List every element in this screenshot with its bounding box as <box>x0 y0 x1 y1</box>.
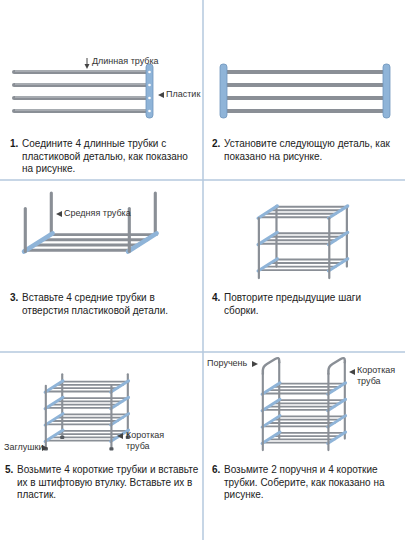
step-caption: Возьмите 4 короткие трубки и вставьте их… <box>17 464 199 502</box>
plastic-part <box>220 64 227 118</box>
part-label: Короткая труба <box>126 430 186 453</box>
step-number: 2. <box>212 138 220 151</box>
part-label: Пластик <box>166 89 200 100</box>
step-number: 4. <box>212 292 220 305</box>
step-caption: Установите следующую деталь, как показан… <box>224 138 396 163</box>
shelf-with-middle-tubes <box>24 193 157 252</box>
part-label: Короткая труба <box>357 365 401 388</box>
part-label: Заглушки <box>4 442 43 453</box>
step-caption: Соедините 4 длинные трубки с пластиковой… <box>22 138 198 176</box>
long-tubes-highlight <box>15 71 146 110</box>
long-tubes <box>14 72 147 111</box>
pointer-arrow <box>42 433 123 451</box>
plastic-part <box>383 64 390 118</box>
pointer-arrow <box>252 361 355 375</box>
four-tier-rack <box>44 374 130 450</box>
rack-with-handles <box>262 358 346 450</box>
long-tubes <box>226 72 384 111</box>
step-caption: Повторите предыдущие шаги сборки. <box>224 292 396 317</box>
three-tier-rack <box>258 206 348 278</box>
step-number: 6. <box>212 464 220 477</box>
step-number: 1. <box>10 138 18 151</box>
step-number: 5. <box>5 464 13 477</box>
part-label: Длинная трубка <box>92 56 159 67</box>
step-caption: Возьмите 2 поручня и 4 короткие трубки. … <box>224 464 396 502</box>
part-label: Средняя трубка <box>64 208 131 219</box>
pointer-arrow <box>56 211 62 217</box>
plastic-holes <box>148 71 151 113</box>
step-number: 3. <box>10 292 18 305</box>
step-caption: Вставьте 4 средние трубки в отверстия пл… <box>22 292 198 317</box>
part-label: Поручень <box>207 358 247 369</box>
plastic-part <box>146 64 153 118</box>
